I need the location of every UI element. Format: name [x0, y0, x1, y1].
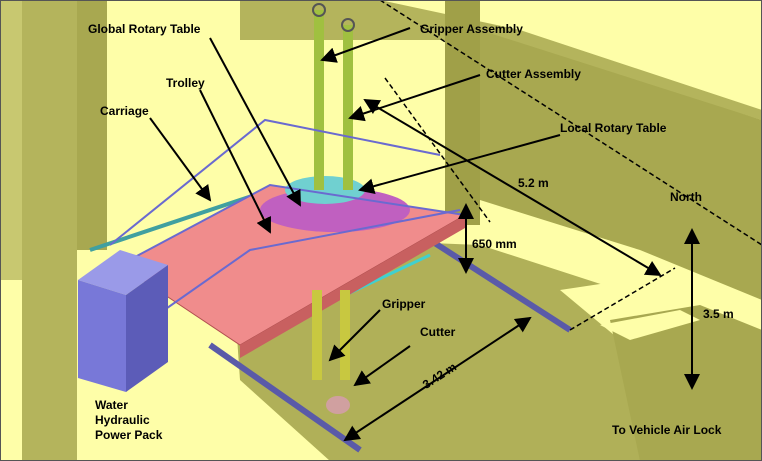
power-pack-line-1: Water — [95, 398, 128, 412]
cutter-mast — [340, 290, 350, 380]
power-pack-top — [78, 250, 168, 295]
gripper-column — [314, 10, 324, 190]
power-pack-front — [78, 280, 126, 392]
power-pack-side — [126, 265, 168, 392]
dimension-length: 5.2 m — [518, 176, 549, 190]
left-pillar-side — [0, 0, 22, 280]
label-trolley: Trolley — [166, 76, 205, 90]
label-global-rotary-table: Global Rotary Table — [88, 22, 201, 36]
power-pack-line-2: Hydraulic — [95, 413, 150, 427]
power-pack-line-3: Power Pack — [95, 428, 163, 442]
right-wall-top — [380, 0, 762, 110]
label-cutter: Cutter — [420, 325, 456, 339]
rail-front — [208, 342, 362, 453]
label-cutter-assembly: Cutter Assembly — [486, 67, 581, 81]
cutter-column — [343, 25, 353, 190]
label-gripper: Gripper — [382, 297, 426, 311]
label-air-lock: To Vehicle Air Lock — [612, 423, 722, 437]
pit-step-top — [600, 310, 700, 340]
label-north: North — [670, 190, 702, 204]
left-inner-wall — [77, 0, 107, 250]
dimension-lift-height: 650 mm — [472, 237, 517, 251]
label-gripper-assembly: Gripper Assembly — [420, 22, 523, 36]
label-power-pack: Water Hydraulic Power Pack — [95, 398, 162, 443]
label-carriage: Carriage — [100, 104, 149, 118]
left-pillar — [22, 0, 77, 461]
gripper-mast — [312, 290, 322, 380]
dimension-pit-depth: 3.5 m — [703, 307, 734, 321]
label-local-rotary-table: Local Rotary Table — [560, 121, 667, 135]
